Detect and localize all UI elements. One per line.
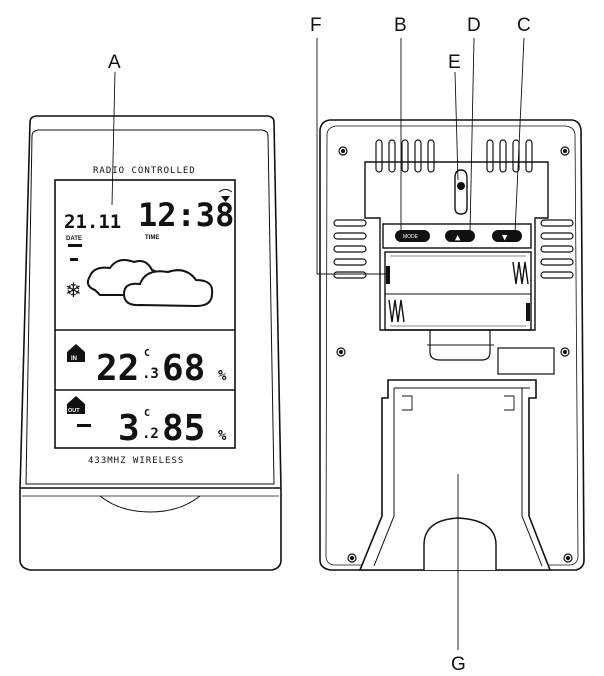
outdoor-temp-decimal: .2 — [142, 426, 159, 442]
radio-signal-icon — [218, 189, 233, 202]
down-button[interactable]: ▼ — [492, 230, 522, 242]
folding-stand — [358, 379, 552, 571]
svg-text:▲: ▲ — [455, 234, 461, 242]
svg-text:OUT: OUT — [68, 408, 80, 414]
indoor-temp-decimal: .3 — [142, 366, 159, 382]
indoor-badge: IN — [67, 344, 85, 362]
outdoor-temp-value: 3 — [118, 408, 140, 449]
callout-d: D — [467, 15, 481, 36]
screws — [336, 146, 573, 563]
svg-text:IN: IN — [71, 356, 77, 362]
leader-lines — [111, 37, 525, 650]
svg-text:▼: ▼ — [502, 234, 508, 242]
outdoor-humidity-value: 85 — [162, 408, 205, 449]
outdoor-badge: OUT — [67, 396, 85, 414]
indoor-percent: % — [218, 368, 227, 384]
time-value: 12:38 — [138, 196, 234, 234]
callout-a: A — [108, 52, 121, 73]
lcd-frame — [54, 179, 236, 449]
callout-c: C — [517, 15, 531, 36]
svg-text:MODE: MODE — [403, 234, 419, 240]
callout-f: F — [310, 15, 322, 36]
indoor-humidity-value: 68 — [162, 348, 205, 389]
outdoor-temp-unit: C — [144, 408, 150, 419]
callout-g: G — [451, 654, 466, 675]
back-unit: MODE ▲ ▼ — [319, 119, 585, 571]
indoor-temp-value: 22 — [96, 348, 139, 389]
date-value: 21.11 — [64, 211, 121, 233]
side-vents — [333, 219, 574, 279]
mode-button[interactable]: MODE — [395, 230, 430, 242]
callout-e: E — [448, 52, 461, 73]
outdoor-percent: % — [218, 428, 227, 444]
snow-icon: ❄ — [65, 278, 82, 302]
battery-compartment — [384, 251, 532, 331]
top-vents — [375, 139, 533, 173]
indoor-temp-unit: C — [144, 348, 150, 359]
radio-controlled-label: RADIO CONTROLLED — [93, 166, 196, 176]
up-button[interactable]: ▲ — [445, 230, 475, 242]
date-label: DATE — [66, 236, 82, 242]
hanging-hole — [454, 169, 468, 215]
time-label: TIME — [145, 235, 159, 241]
front-unit: RADIO CONTROLLED 21.11 DATE 12:38 TIME ❄… — [19, 115, 282, 571]
wireless-label: 433MHZ WIRELESS — [88, 456, 184, 466]
callout-b: B — [394, 15, 407, 36]
cloud-icon — [86, 259, 214, 308]
